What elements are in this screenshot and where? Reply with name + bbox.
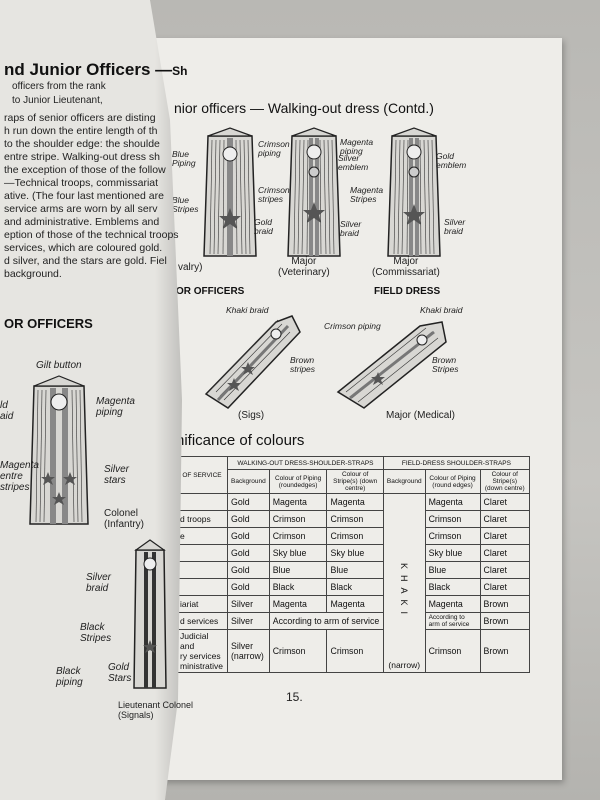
callout-blue-stripes: Blue Stripes <box>172 195 199 214</box>
left-page-line: service arms are worn by all serv <box>4 203 158 215</box>
label-silver-braid: Silver braid <box>86 572 112 594</box>
rank-veterinary: Major (Veterinary) <box>278 256 330 278</box>
strap-field-sigs-illustration <box>204 315 301 409</box>
callout-gold-emblem: Gold emblem <box>436 151 467 170</box>
table-row: e Gold Crimson Crimson Crimson Claret <box>176 527 531 545</box>
khaki-cell: KHAKI (narrow) <box>382 493 426 673</box>
left-page-line: and administrative. Emblems and <box>4 216 160 228</box>
strap-cavalry-illustration <box>203 127 257 257</box>
left-page-line: —Technical troops, commissariat <box>4 177 159 189</box>
left-page-line: to Junior Lieutenant, <box>12 95 103 106</box>
label-colonel: Colonel (Infantry) <box>104 508 145 530</box>
rank-commissariat: Major (Commissariat) <box>372 256 440 278</box>
col-background: Background <box>227 469 270 494</box>
left-section-heading: OR OFFICERS <box>4 316 93 331</box>
table-row: d troops Gold Crimson Crimson Crimson Cl… <box>176 510 531 528</box>
callout-brown-stripes-2: Brown Stripes <box>432 355 459 374</box>
label-lt-colonel: Lieutenant Colonel (Signals) <box>118 700 194 720</box>
col-piping-field: Colour of Piping (round edges) <box>424 469 481 494</box>
strap-field-medical-illustration <box>336 321 447 409</box>
left-page-line: to the shoulder edge: the shoulde <box>4 138 160 150</box>
strap-commissariat-illustration <box>387 127 441 257</box>
left-page-line: d silver, and the stars are gold. Fiel <box>4 255 167 267</box>
label-black-piping: Black piping <box>56 666 83 688</box>
strap-lt-colonel-illustration <box>133 539 167 689</box>
col-stripe-field: Colour of Stripe(s) (down centre) <box>479 469 531 494</box>
table-row: Judicial and ry services ministrative Si… <box>176 629 531 673</box>
col-piping: Colour of Piping (roundedges) <box>268 469 328 494</box>
label-silver-stars: Silver stars <box>104 464 130 486</box>
table-row: iariat Silver Magenta Magenta Magenta Br… <box>176 595 531 613</box>
khaki-label: KHAKI <box>399 562 410 620</box>
section-officers: OR OFFICERS <box>176 286 245 297</box>
callout-crimson-stripes: Crimson stripes <box>258 185 290 204</box>
col-stripe: Colour of Stripe(s) (down centre) <box>326 469 384 494</box>
group-walking-out: WALKING-OUT DRESS-SHOULDER-STRAPS <box>227 456 384 470</box>
section-field-dress: FIELD DRESS <box>374 286 441 297</box>
table-row: d services Silver According to arm of se… <box>176 612 531 630</box>
page-number: 15. <box>286 690 303 704</box>
left-page-line: h run down the entire length of th <box>4 125 158 137</box>
callout-gold-braid: Gold braid <box>254 217 273 236</box>
left-page-line: entre stripe. Walking-out dress sh <box>4 151 161 163</box>
left-page-line: raps of senior officers are disting <box>4 112 156 124</box>
callout-brown-stripes-1: Brown stripes <box>290 355 316 374</box>
col-service: OF SERVICE <box>176 456 228 494</box>
group-field-dress: FIELD-DRESS SHOULDER-STRAPS <box>382 456 531 470</box>
callout-silver-emblem: Silver emblem <box>338 153 369 172</box>
left-page-line: services, which are coloured gold. <box>4 242 163 254</box>
callout-magenta-stripes: Magenta Stripes <box>350 185 384 204</box>
left-page-line: background. <box>4 268 62 280</box>
callout-khaki-braid-2: Khaki braid <box>420 305 463 315</box>
callout-blue-piping: Blue Piping <box>172 149 196 168</box>
table-row: Gold Blue Blue Blue Claret <box>176 561 531 579</box>
col-background-field: Background <box>382 469 426 494</box>
left-page-line: the exception of those of the follow <box>4 164 166 176</box>
significance-title: nificance of colours <box>176 432 305 449</box>
label-black-stripes: Black Stripes <box>80 622 112 644</box>
left-page-line: ative. (The four last mentioned are <box>4 190 164 202</box>
label-magenta-piping: Magenta piping <box>96 396 135 418</box>
left-page-line: eption of those of the technical troops <box>4 229 179 241</box>
left-page-line: officers from the rank <box>12 81 106 92</box>
right-page-heading: nior officers — Walking-out dress (Contd… <box>174 100 434 116</box>
left-page-heading: nd Junior Officers —Sh <box>4 60 188 79</box>
strap-colonel-illustration <box>29 375 89 525</box>
callout-magenta-piping: Magenta piping <box>340 137 374 156</box>
strap-veterinary-illustration <box>287 127 341 257</box>
callout-crimson-piping-field: Crimson piping <box>324 321 381 331</box>
label-gilt-button: Gilt button <box>36 360 82 371</box>
table-row: Gold Magenta Magenta KHAKI (narrow) Mage… <box>176 493 531 673</box>
callout-silver-braid-2: Silver braid <box>444 217 466 236</box>
label-gold-stars: Gold Stars <box>108 662 132 684</box>
rank-cavalry: valry) <box>178 262 203 273</box>
colours-table: OF SERVICE WALKING-OUT DRESS-SHOULDER-ST… <box>176 456 531 673</box>
label-old-braid: ld aid <box>0 400 14 422</box>
table-row: Gold Black Black Black Claret <box>176 578 531 596</box>
callout-silver-braid: Silver braid <box>340 219 362 238</box>
khaki-narrow: (narrow) <box>388 660 421 670</box>
rank-medical: Major (Medical) <box>386 410 455 421</box>
callout-khaki-braid-1: Khaki braid <box>226 305 269 315</box>
table-row: Gold Sky blue Sky blue Sky blue Claret <box>176 544 531 562</box>
callout-crimson-piping: Crimson piping <box>258 139 290 158</box>
left-page <box>0 0 182 800</box>
label-magenta-centre-stripes: Magenta entre stripes <box>0 460 39 493</box>
rank-sigs: (Sigs) <box>238 410 265 421</box>
